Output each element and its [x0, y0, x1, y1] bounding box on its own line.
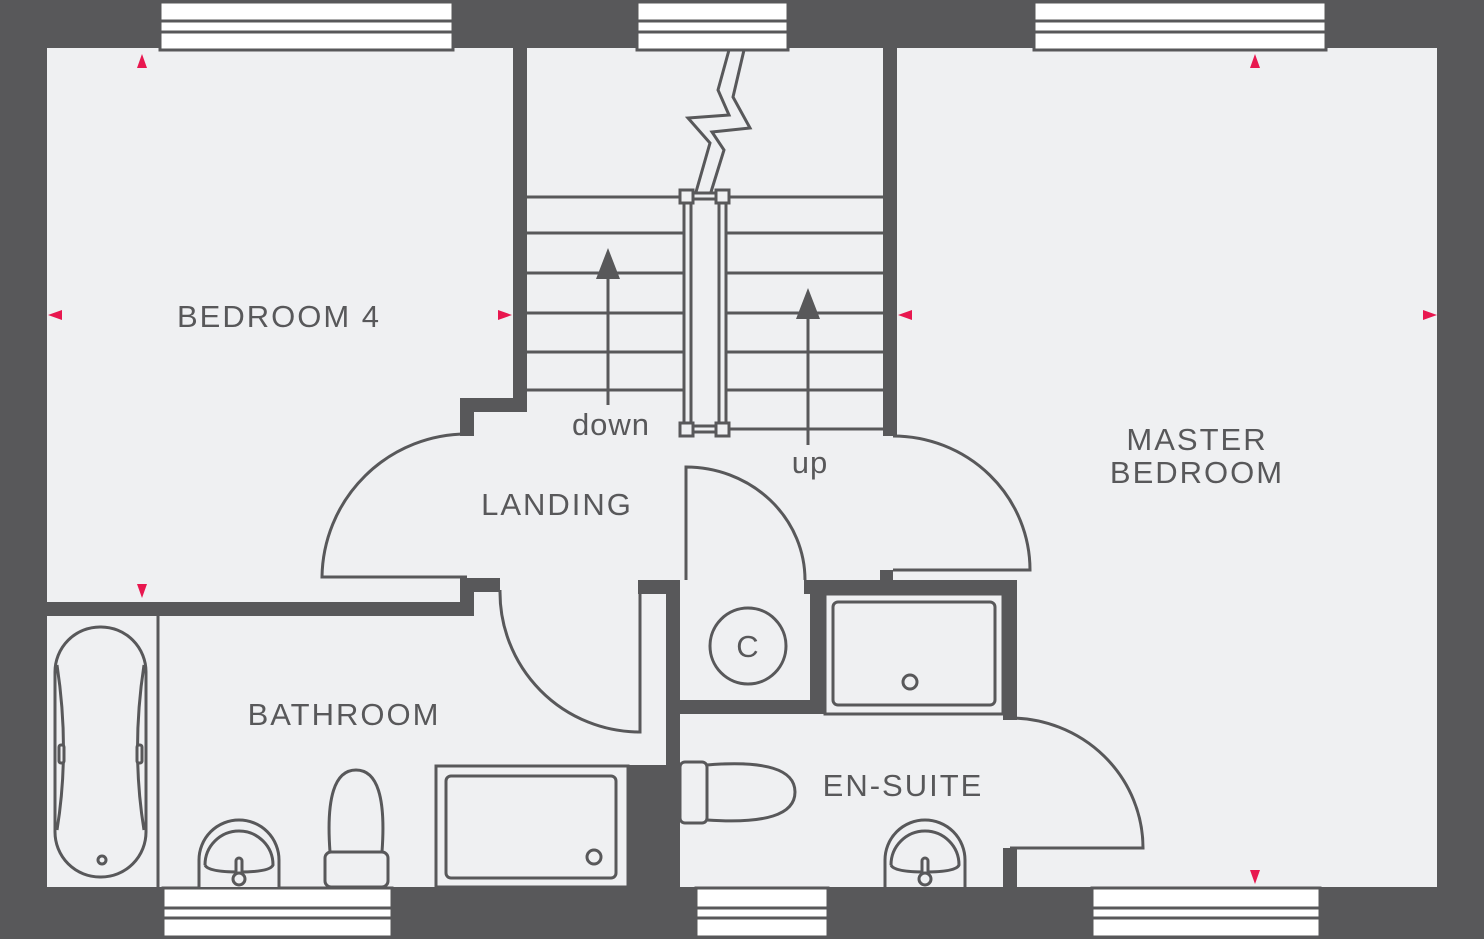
ensuite-toilet — [678, 760, 797, 825]
room-label-master-line1: MASTER — [1126, 422, 1267, 457]
window-top-master — [1032, 0, 1328, 52]
window-bottom-master — [1090, 886, 1322, 939]
room-label-ensuite: EN-SUITE — [823, 768, 984, 803]
cylinder-label: C — [736, 629, 759, 664]
room-label-landing: LANDING — [481, 487, 633, 522]
door-bathroom[interactable] — [498, 589, 642, 734]
dimension-markers — [48, 54, 1437, 884]
door-ensuite[interactable] — [1009, 716, 1145, 850]
stairs-up-label: up — [792, 445, 828, 480]
ensuite-shower-tray — [823, 592, 1005, 716]
up-arrow-icon — [796, 288, 820, 445]
window-top-stairs — [635, 0, 790, 52]
bathtub — [53, 616, 160, 887]
banister — [678, 188, 731, 438]
window-bottom-bathroom — [161, 886, 394, 939]
bathroom-basin — [197, 818, 281, 887]
room-label-bedroom4: BEDROOM 4 — [177, 299, 381, 334]
staircase: down up — [527, 49, 883, 480]
down-arrow-icon — [596, 248, 620, 405]
bathroom-toilet — [323, 768, 390, 889]
break-line — [684, 49, 753, 193]
room-label-master-line2: BEDROOM — [1110, 455, 1284, 490]
internal-walls — [47, 47, 1017, 888]
door-master-bedroom[interactable] — [892, 434, 1032, 572]
bathroom-shower-tray — [434, 764, 630, 889]
ensuite-basin — [883, 818, 967, 887]
room-label-bathroom: BATHROOM — [248, 697, 441, 732]
door-cupboard[interactable] — [684, 465, 807, 581]
window-bottom-ensuite — [694, 886, 830, 939]
stairs-down-label: down — [572, 407, 650, 442]
window-top-bedroom4 — [158, 0, 455, 52]
hot-water-cylinder: C — [708, 606, 788, 686]
door-bedroom4[interactable] — [320, 432, 468, 579]
